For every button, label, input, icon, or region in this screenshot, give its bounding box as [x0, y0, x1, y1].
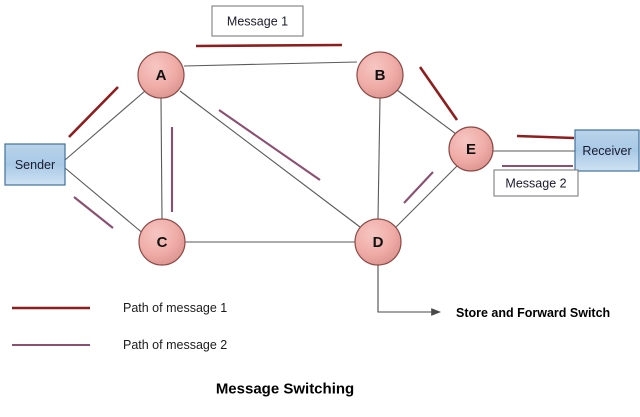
edge-sender-c: [64, 167, 146, 236]
node-a[interactable]: A: [137, 51, 185, 99]
legend-label-path-1: Path of message 1: [123, 301, 227, 315]
network-edges: [64, 61, 575, 243]
store-forward-label: Store and Forward Switch: [456, 306, 610, 320]
message-1-path-overlay: [68, 43, 575, 140]
message-2-path-segment-4: [403, 171, 434, 204]
node-d[interactable]: D: [354, 218, 402, 266]
node-e[interactable]: E: [448, 126, 494, 172]
node-d-label: D: [373, 234, 384, 251]
sender-label: Sender: [15, 158, 55, 172]
endpoint-boxes: Sender Receiver: [4, 129, 640, 186]
legend-item-path-1: Path of message 1: [12, 301, 227, 315]
message1-callout-shape: [211, 5, 304, 37]
diagram-title: Message Switching: [216, 381, 354, 398]
store-forward-leader-line: [377, 265, 442, 316]
node-c-circle[interactable]: [138, 218, 186, 266]
message2-callout: Message 2: [493, 169, 579, 197]
node-a-circle[interactable]: [137, 51, 185, 99]
receiver-box: Receiver: [574, 129, 640, 172]
legend: Path of message 1 Path of message 2: [12, 301, 227, 352]
node-d-circle[interactable]: [354, 218, 402, 266]
message-1-path-segment-3: [418, 66, 459, 121]
message2-callout-label: Message 2: [505, 177, 566, 191]
edge-b-d: [377, 97, 381, 220]
message1-callout: Message 1: [211, 5, 304, 37]
edge-a-b: [183, 61, 358, 67]
legend-item-path-2: Path of message 2: [12, 338, 227, 352]
message-2-path-segment-1: [73, 196, 114, 229]
store-and-forward-annotation: Store and Forward Switch: [377, 265, 610, 320]
message-2-path-overlay: [73, 109, 573, 229]
node-b-label: B: [375, 67, 386, 84]
message-1-path-segment-4: [516, 134, 575, 140]
message-1-path-segment-1: [68, 86, 119, 138]
node-c[interactable]: C: [138, 218, 186, 266]
edge-sender-a: [64, 90, 146, 161]
message-callout-boxes: Message 1 Message 2: [211, 5, 579, 197]
node-c-label: C: [157, 234, 168, 251]
edge-d-e: [394, 164, 459, 229]
legend-label-path-2: Path of message 2: [123, 338, 227, 352]
node-b-circle[interactable]: [356, 51, 404, 99]
receiver-box-shape: [574, 129, 640, 172]
node-e-label: E: [466, 141, 476, 158]
switch-nodes: A B C D E: [137, 51, 494, 266]
sender-box: Sender: [4, 143, 66, 186]
node-b[interactable]: B: [356, 51, 404, 99]
node-a-label: A: [156, 67, 167, 84]
edge-a-c: [160, 97, 163, 220]
message-2-path-segment-3: [218, 109, 321, 181]
message-1-path-segment-2: [195, 43, 343, 48]
edge-b-e: [396, 89, 457, 135]
message1-callout-label: Message 1: [227, 15, 288, 29]
message2-callout-shape: [493, 169, 579, 197]
receiver-label: Receiver: [582, 144, 631, 158]
edge-a-d: [179, 90, 361, 228]
sender-box-shape: [4, 143, 66, 186]
node-e-circle[interactable]: [448, 126, 494, 172]
